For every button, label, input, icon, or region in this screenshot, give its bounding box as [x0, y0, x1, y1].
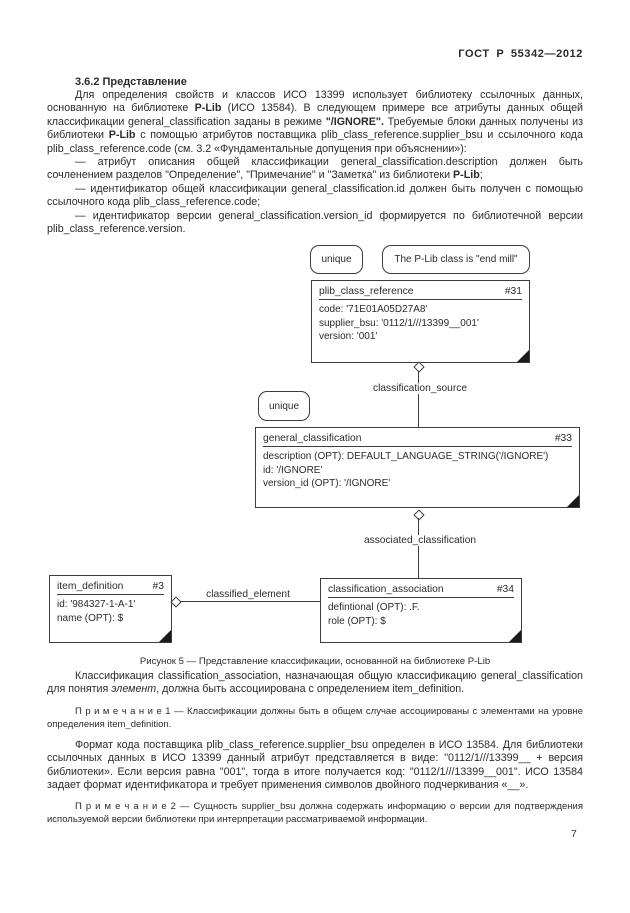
- aggregation-diamond-icon: [413, 509, 425, 521]
- unique-constraint-box-top: unique: [310, 245, 363, 274]
- entity-attributes: description (OPT): DEFAULT_LANGUAGE_STRI…: [256, 447, 579, 491]
- attribute-line: role (OPT): $: [328, 615, 386, 627]
- entity-name: item_definition: [57, 581, 124, 592]
- plib-note-box: The P-Lib class is "end mill": [382, 245, 530, 274]
- document-standard-code: ГОСТ Р 55342—2012: [458, 48, 583, 60]
- entity-title-row: classification_association #34: [328, 579, 514, 598]
- relation-label-classified-element: classified_element: [203, 589, 293, 600]
- relation-line-horizontal: [180, 601, 320, 602]
- entity-name: general_classification: [263, 433, 362, 444]
- entity-general-classification: general_classification #33 description (…: [255, 427, 580, 508]
- entity-attributes: id: '984327-1-A-1' name (OPT): $: [50, 595, 171, 625]
- relation-label-classification-source: classification_source: [370, 383, 470, 394]
- attribute-line: id: '984327-1-A-1': [57, 599, 136, 610]
- relation-label-associated-classification: associated_classification: [360, 535, 480, 546]
- attribute-line: name (OPT): $: [57, 612, 124, 624]
- aggregation-diamond-icon: [170, 596, 182, 608]
- entity-attributes: defintional (OPT): .F. role (OPT): $: [321, 598, 521, 628]
- entity-title-row: plib_class_reference #31: [319, 281, 522, 300]
- folded-corner-icon: [517, 350, 529, 362]
- entity-item-definition: item_definition #3 id: '984327-1-A-1' na…: [49, 575, 172, 643]
- entity-title-row: item_definition #3: [57, 576, 164, 595]
- attribute-line: version_id (OPT): '/IGNORE': [263, 478, 391, 489]
- relation-line-vertical: [418, 518, 419, 578]
- figure-diagram: unique The P-Lib class is "end mill" pli…: [0, 243, 630, 655]
- folded-corner-icon: [567, 495, 579, 507]
- section-heading: 3.6.2 Представление: [75, 76, 187, 88]
- entity-attributes: code: '71E01A05D27A8' supplier_bsu: '011…: [312, 300, 529, 344]
- entity-name: classification_association: [328, 584, 444, 595]
- entity-number: #31: [504, 286, 522, 297]
- attribute-line: defintional (OPT): .F.: [328, 602, 420, 613]
- bullet-item-identifier: — идентификатор общей классификации gene…: [47, 182, 583, 209]
- entity-number: #34: [496, 584, 514, 595]
- classification-paragraph: Классификация classification_association…: [47, 670, 583, 696]
- bullet-item-version: — идентификатор версии general_classific…: [47, 209, 583, 236]
- attribute-line: description (OPT): DEFAULT_LANGUAGE_STRI…: [263, 451, 549, 462]
- relation-line-vertical: [418, 371, 419, 427]
- attribute-line: supplier_bsu: '0112/1///13399__001': [319, 317, 479, 329]
- bullet-item-description: — атрибут описания общей классификации g…: [47, 156, 583, 182]
- entity-name: plib_class_reference: [319, 286, 414, 297]
- folded-corner-icon: [159, 630, 171, 642]
- text-block-bottom: Классификация classification_association…: [47, 670, 583, 826]
- entity-classification-association: classification_association #34 defintion…: [320, 578, 522, 643]
- entity-number: #3: [152, 581, 164, 592]
- page-number: 7: [571, 828, 577, 840]
- intro-paragraph: Для определения свойств и классов ИСО 13…: [47, 89, 583, 155]
- attribute-line: version: '001': [319, 331, 378, 342]
- attribute-line: code: '71E01A05D27A8': [319, 304, 428, 315]
- entity-number: #33: [554, 433, 572, 444]
- entity-title-row: general_classification #33: [263, 428, 572, 447]
- figure-caption: Рисунок 5 — Представление классификации,…: [139, 656, 491, 667]
- unique-constraint-box-mid: unique: [258, 391, 310, 421]
- text-block-top: 3.6.2 Представление Для определения свой…: [47, 76, 583, 236]
- supplier-format-paragraph: Формат кода поставщика plib_class_refere…: [47, 738, 583, 792]
- aggregation-diamond-icon: [413, 361, 425, 373]
- note-1: П р и м е ч а н и е 1 — Классификации до…: [47, 705, 583, 730]
- entity-plib-class-reference: plib_class_reference #31 code: '71E01A05…: [311, 280, 530, 363]
- folded-corner-icon: [509, 630, 521, 642]
- attribute-line: id: '/IGNORE': [263, 464, 323, 476]
- note-2: П р и м е ч а н и е 2 — Сущность supplie…: [47, 801, 583, 826]
